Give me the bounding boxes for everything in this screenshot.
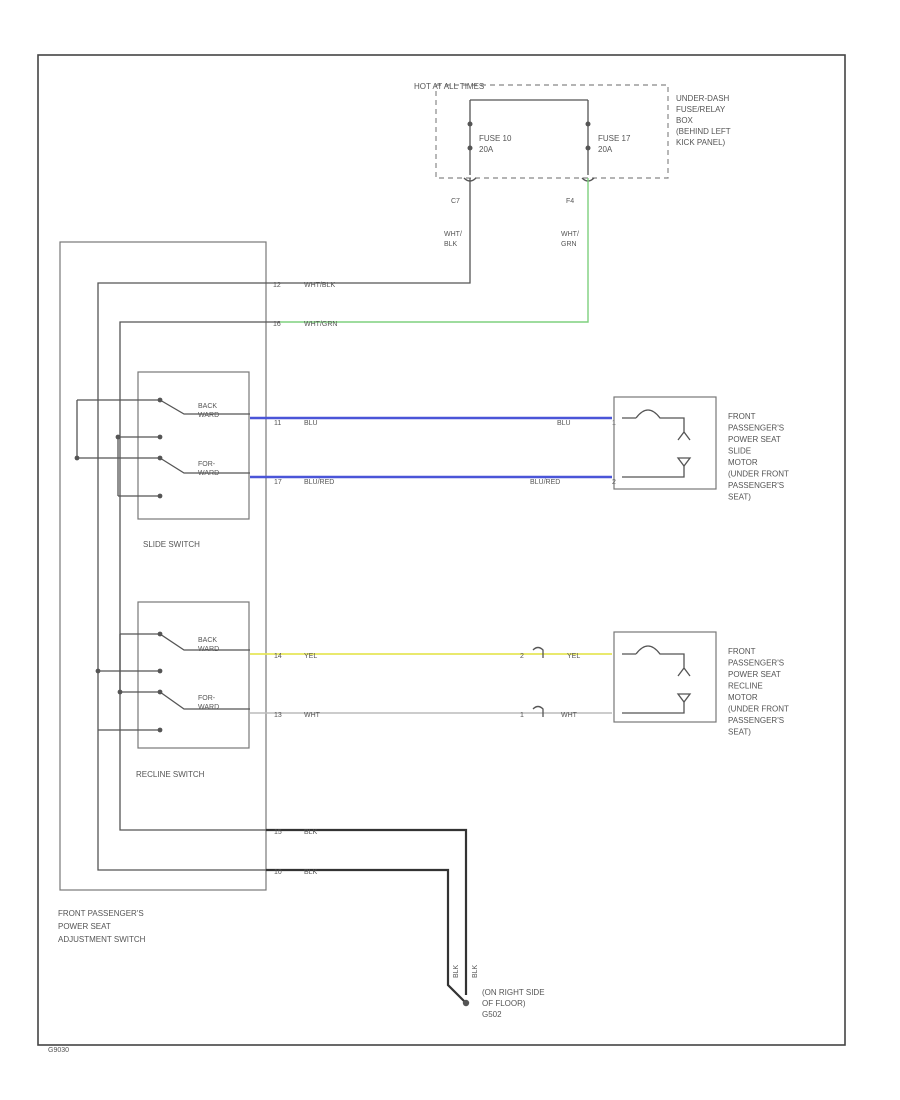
recline-motor-label: FRONT PASSENGER'S POWER SEAT RECLINE MOT… [728,647,791,737]
switch-pin-16: 16 [273,321,281,328]
wire-wht-blk-stacked-label: WHT/ BLK [444,231,464,248]
recline-switch-forward-blade [159,691,250,710]
recline-connector-marker-2 [532,705,544,717]
recline-motor-circuit: 14 13 YEL WHT 2 1 YEL WHT FRONT PASSENGE… [250,631,791,737]
hot-at-all-times-label: HOT AT ALL TIMES [414,82,484,91]
recline-switch-box [137,601,250,749]
switch-pin-13: 13 [274,712,282,719]
wire-blu-red-label-left: BLU/RED [304,479,334,486]
wire-blk-pin-15 [266,828,468,995]
fuse-10-terminal-bottom [467,145,473,151]
wire-wht-label-left: WHT [304,712,321,719]
wire-wht-grn-stacked-label: WHT/ GRN [561,231,581,248]
wire-blu-label-right: BLU [557,420,571,427]
wire-wht-blk-feed [280,178,471,284]
switch-pin-17: 17 [274,479,282,486]
power-seat-adjustment-switch: FRONT PASSENGER'S POWER SEAT ADJUSTMENT … [58,241,280,944]
ground-circuit: 15 10 BLK BLK BLK BLK (ON RIGHT SIDE OF … [266,828,547,1019]
switch-pin-15: 15 [274,829,282,836]
wire-wht-blk-label: WHT/BLK [304,282,335,289]
wire-wht-grn-feed [280,178,589,323]
fuse-box-pin-f4: F4 [566,198,574,205]
slide-switch-contact-4 [157,493,163,499]
slide-switch-forward-label: FOR- WARD [198,461,219,477]
fuse-10-label: FUSE 10 20A [479,134,514,154]
recline-switch-junction-2 [117,689,123,695]
slide-switch-forward-blade [159,457,250,474]
recline-motor-symbol [622,645,691,714]
wire-yel-label-left: YEL [304,653,317,660]
internal-feed-wht-blk [97,282,266,871]
wire-blk-vertical-label-1: BLK [453,964,460,978]
fuse-box-pin-c7: C7 [451,198,460,205]
recline-motor-armature [676,693,692,704]
switch-pin-11: 11 [274,420,281,427]
slide-switch-contact-2 [157,434,163,440]
recline-connector-marker-1 [532,646,544,658]
recline-switch-forward-label: FOR- WARD [198,695,219,711]
adjustment-switch-outline [59,241,267,891]
slide-switch-junction-1 [74,455,80,461]
internal-feed-wht-grn [119,321,266,831]
slide-motor-box [613,396,717,490]
slide-switch-leads [77,399,160,497]
wire-yel-label-right: YEL [567,653,580,660]
wire-wht-label-right: WHT [561,712,578,719]
power-feed-wires: WHT/ BLK WHT/BLK 12 WHT/ GRN WHT/GRN 16 [273,178,589,328]
wire-wht-grn-label: WHT/GRN [304,321,337,328]
fuse-17-terminal-top [585,121,591,127]
ground-location-label: (ON RIGHT SIDE OF FLOOR) G502 [482,988,547,1019]
recline-switch-junction-1 [95,668,101,674]
ground-point-icon [462,999,470,1007]
wire-blk-pin-10 [266,868,467,1004]
recline-switch-backward-label: BACK WARD [198,637,219,653]
diagram-code: G9030 [48,1047,69,1054]
slide-switch-backward-label: BACK WARD [198,403,219,419]
adjustment-switch-label: FRONT PASSENGER'S POWER SEAT ADJUSTMENT … [58,909,146,944]
wire-blk-label-2: BLK [304,869,318,876]
fuse-relay-box: HOT AT ALL TIMES UNDER-DASH FUSE/RELAY B… [414,82,733,205]
slide-switch-junction-2 [115,434,121,440]
slide-switch-title: SLIDE SWITCH [143,540,200,549]
internal-feed-stub [266,282,280,323]
recline-switch-contact-4 [157,727,163,733]
slide-motor-symbol [622,409,691,478]
fuse-17-label: FUSE 17 20A [598,134,633,154]
diagram-frame [37,54,846,1046]
fuse-box-outline [435,84,669,179]
wire-blu-red-label-right: BLU/RED [530,479,560,486]
switch-pin-12: 12 [273,282,281,289]
recline-motor-box [613,631,717,723]
slide-motor-circuit: 11 17 BLU BLU/RED BLU BLU/RED 1 2 FRONT … [250,396,791,502]
fuse-box-name: UNDER-DASH FUSE/RELAY BOX (BEHIND LEFT K… [676,94,733,147]
fuse-17-terminal-bottom [585,145,591,151]
fuse-10-terminal-top [467,121,473,127]
wire-blu-label-left: BLU [304,420,318,427]
recline-conn-pin-1: 1 [520,712,524,719]
slide-motor-armature [676,457,692,468]
slide-switch-box [137,371,250,520]
recline-conn-pin-2: 2 [520,653,524,660]
slide-motor-label: FRONT PASSENGER'S POWER SEAT SLIDE MOTOR… [728,412,791,502]
recline-switch-leads [98,633,160,731]
switch-pin-10: 10 [274,869,282,876]
recline-switch-backward-blade [159,633,250,651]
switch-pin-14: 14 [274,653,282,660]
slide-switch-backward-blade [159,399,250,415]
recline-switch-contact-2 [157,668,163,674]
recline-switch-title: RECLINE SWITCH [136,770,205,779]
wire-blk-vertical-label-2: BLK [472,964,479,978]
wire-blk-label-1: BLK [304,829,318,836]
